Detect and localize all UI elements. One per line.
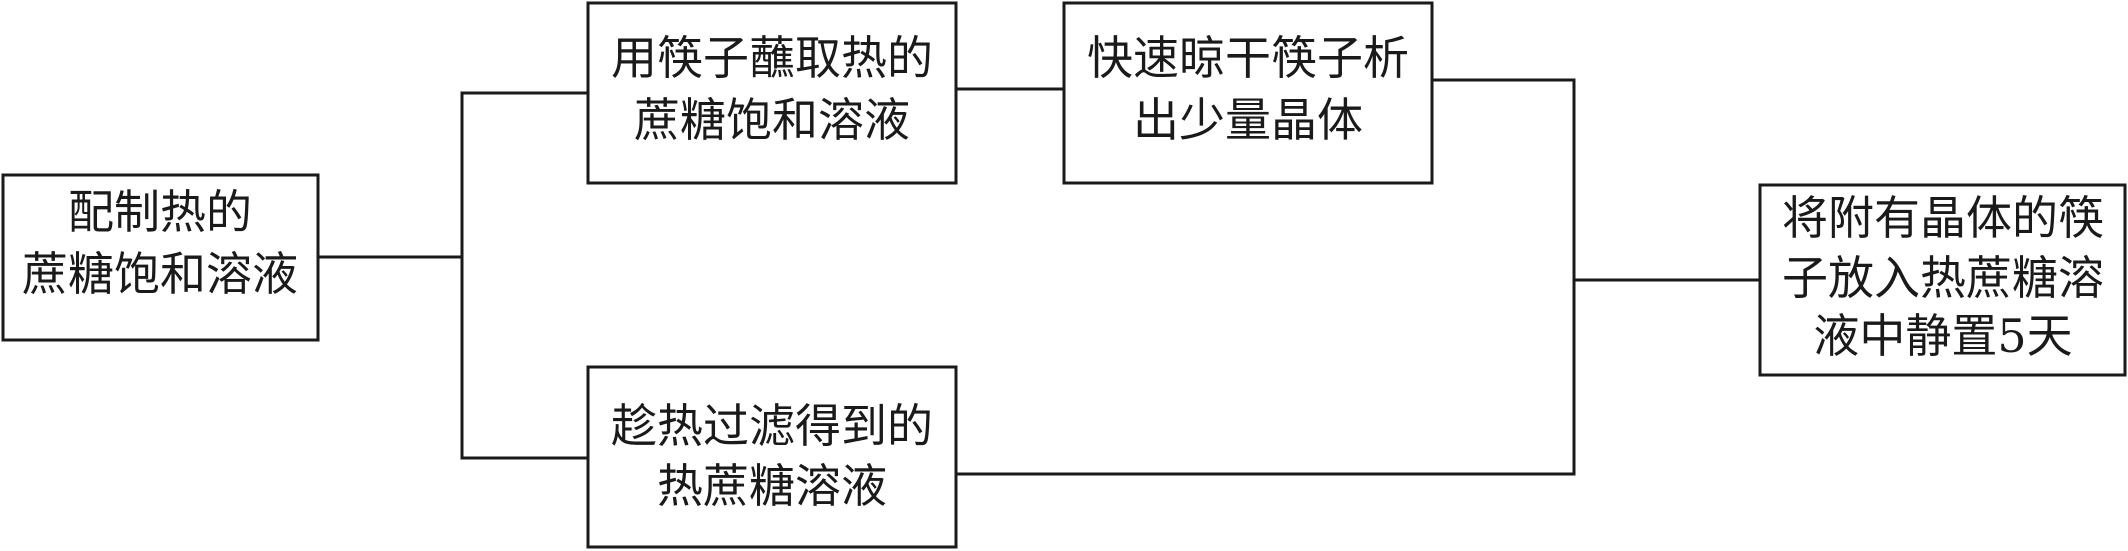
step-filter-line-1: 趁热过滤得到的 (611, 399, 933, 453)
step-prepare-saturated-solution: 配制热的 蔗糖饱和溶液 (1, 173, 320, 342)
step-dip-chopsticks: 用筷子蘸取热的 蔗糖饱和溶液 (586, 1, 958, 185)
step-dry-line-2: 出少量晶体 (1133, 93, 1363, 147)
step-prepare-line-2: 蔗糖饱和溶液 (22, 247, 298, 301)
step-final-line-1: 将附有晶体的筷 (1782, 191, 2104, 245)
step-final-line-2: 子放入热蔗糖溶 (1782, 251, 2104, 305)
step-prepare-box (1, 173, 320, 342)
step-dip-line-2: 蔗糖饱和溶液 (634, 93, 910, 147)
step-final-line-3: 液中静置5天 (1813, 309, 2072, 363)
step-prepare-line-1: 配制热的 (68, 185, 252, 239)
connector-dry-to-merge (1432, 78, 1576, 280)
connector-filter-to-merge (956, 280, 1576, 476)
connector-branch-to-dip (460, 91, 588, 257)
step-hot-filter: 趁热过滤得到的 热蔗糖溶液 (586, 365, 958, 549)
step-dip-box (586, 1, 958, 185)
connector-branch-to-filter (460, 257, 588, 460)
step-filter-line-2: 热蔗糖溶液 (657, 459, 887, 513)
step-dry-box (1062, 1, 1434, 185)
connectors (318, 78, 1760, 476)
step-final-rest: 将附有晶体的筷 子放入热蔗糖溶 液中静置5天 (1758, 183, 2127, 377)
step-filter-box (586, 365, 958, 549)
step-final-box (1758, 183, 2127, 377)
step-dry-chopsticks: 快速晾干筷子析 出少量晶体 (1062, 1, 1434, 185)
step-dip-line-1: 用筷子蘸取热的 (611, 31, 933, 85)
step-dry-line-1: 快速晾干筷子析 (1087, 31, 1409, 85)
